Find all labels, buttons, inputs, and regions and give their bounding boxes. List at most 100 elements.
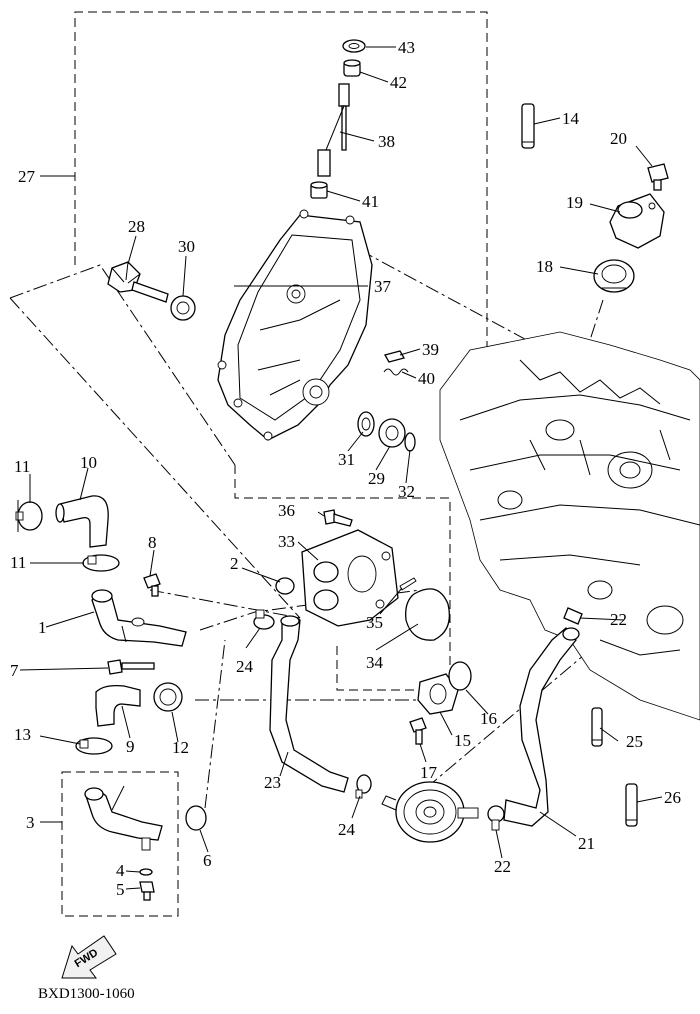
part-43-seal [342,39,366,53]
callout-18: 18 [536,257,553,276]
assembly-line-i [589,299,604,341]
callout-20: 20 [610,129,627,148]
part-3-pipe-assembly [84,785,163,851]
callout-17: 17 [420,763,438,782]
part-15-outlet [417,673,459,715]
callout-33: 33 [278,532,295,551]
part-1-pipe [91,589,187,647]
part-32-seal [404,432,416,452]
callout-25: 25 [626,732,643,751]
callout-28: 28 [128,217,145,236]
callout-34: 34 [366,653,384,672]
part-41-collar [310,181,328,199]
callout-8: 8 [148,533,157,552]
callout-35: 35 [366,613,383,632]
callout-43: 43 [398,38,415,57]
callout-40: 40 [418,369,435,388]
part-40-spring [383,368,409,376]
assembly-line-g [204,639,226,809]
callout-4: 4 [116,861,125,880]
part-34-gasket [405,588,451,641]
part-33-pump-housing [301,529,399,627]
part-8-bolt [143,573,161,597]
part-26-clip [625,783,638,827]
part-2-oring [275,577,295,595]
part-25-clip [591,707,603,747]
callout-41: 41 [362,192,379,211]
callout-3: 3 [26,813,35,832]
diagram-code: BXD1300-1060 [38,986,135,1002]
part-39-washer [384,350,405,363]
callout-19: 19 [566,193,583,212]
callout-21: 21 [578,834,595,853]
part-28-impeller [107,261,169,303]
callout-13: 13 [14,725,31,744]
callout-11b: 11 [10,553,26,572]
callout-31: 31 [338,450,355,469]
part-18-thermostat [593,259,635,293]
assembly-line-h [149,589,301,619]
part-35-pin [399,577,417,591]
callout-22b: 22 [494,857,511,876]
fwd-arrow: FWD [61,935,117,979]
callout-27: 27 [18,167,36,186]
part-19-thermostat-cover [609,193,665,249]
part-5-bolt [139,881,155,901]
callout-12: 12 [172,738,189,757]
part-30-seal [170,295,196,321]
part-42-bushing [343,59,361,77]
part-31-seal [357,411,375,437]
part-22-clamp-lower [487,805,505,831]
callout-39: 39 [422,340,439,359]
part-16-oring [448,661,472,691]
part-11-clamp-lower [82,554,120,572]
callout-24b: 24 [338,820,356,839]
part-4-washer [139,868,153,876]
callout-23: 23 [264,773,281,792]
part-14-clip [521,103,535,149]
callout-42: 42 [390,73,407,92]
leader-lines [19,46,663,890]
callout-29: 29 [368,469,385,488]
engine-block [439,331,700,721]
callout-7: 7 [10,661,19,680]
part-6-oring [185,805,207,831]
oil-cooler [381,781,479,843]
callout-1: 1 [38,618,47,637]
callout-14: 14 [562,109,580,128]
part-11-clamp-top [15,500,43,532]
callout-36: 36 [278,501,295,520]
callout-37: 37 [374,277,392,296]
part-29-bearing [378,418,406,448]
part-37-cover [217,209,373,441]
callout-6: 6 [203,851,212,870]
callout-30: 30 [178,237,195,256]
group-3-boundary [61,771,179,917]
group-pump-boundary [234,465,451,691]
callout-32: 32 [398,482,415,501]
part-12-clamp [153,682,183,712]
callout-16: 16 [480,709,497,728]
callout-10: 10 [80,453,97,472]
part-13-clamp [75,737,113,755]
callout-26: 26 [664,788,681,807]
callout-22a: 22 [610,610,627,629]
group-27-boundary [74,11,488,375]
part-10-hose [55,495,109,548]
assembly-line-b [9,297,301,619]
part-21-hose [503,627,580,827]
part-9-hose [95,684,141,727]
callout-11a: 11 [14,457,30,476]
callout-2: 2 [230,554,239,573]
callout-15: 15 [454,731,471,750]
callout-5: 5 [116,880,125,899]
part-38-shaft [317,83,350,177]
part-24-clamp-upper [253,609,275,630]
part-36-bolt [323,509,353,527]
part-20-bolt [647,163,669,191]
part-23-hose [269,615,349,793]
part-7-bolt [107,659,155,675]
assembly-line-a [9,264,236,466]
callout-9: 9 [126,737,135,756]
